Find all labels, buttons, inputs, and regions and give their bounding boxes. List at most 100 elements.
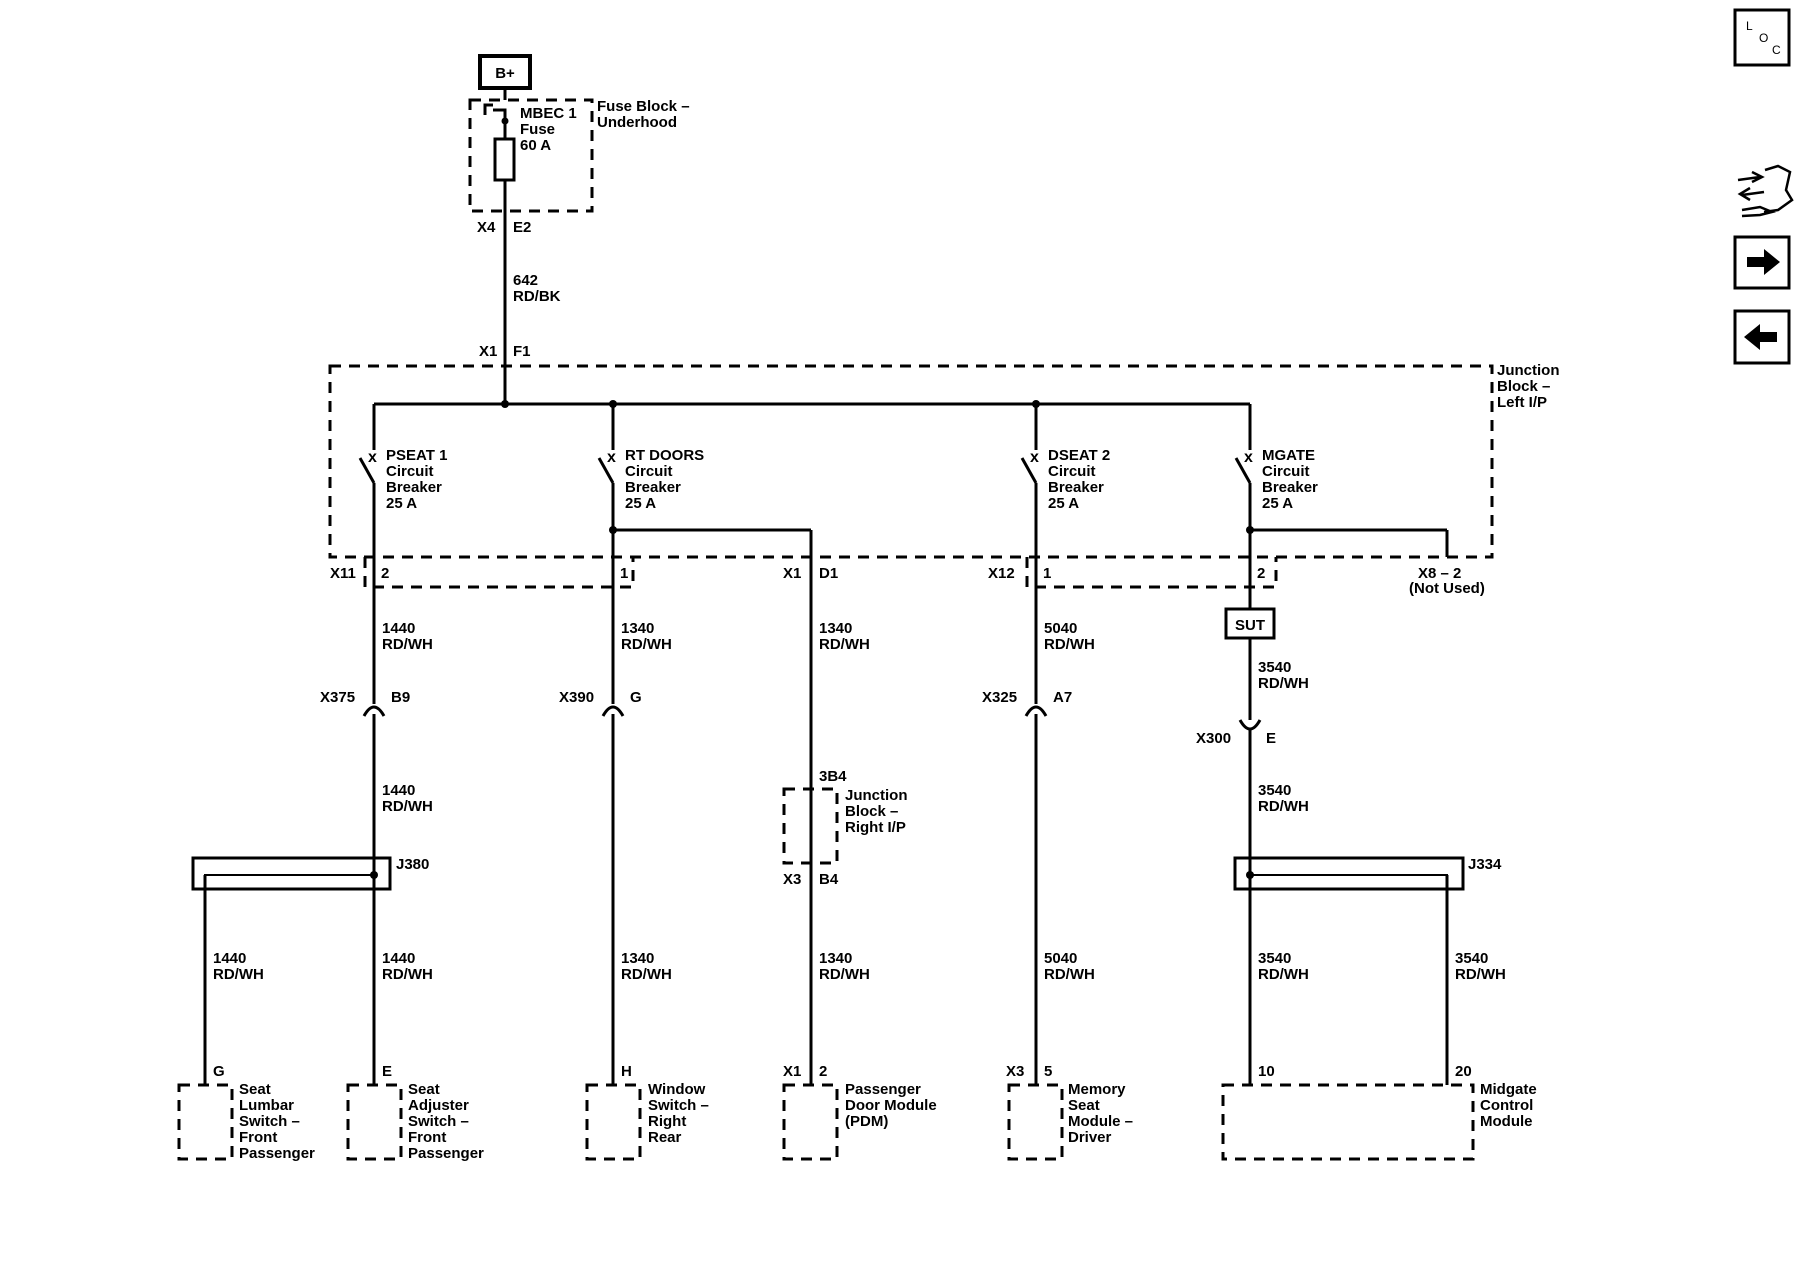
wire-1440-color-2: RD/WH — [382, 798, 433, 815]
svg-text:Switch –: Switch – — [239, 1113, 300, 1130]
splice-j380 — [191, 856, 392, 891]
svg-text:2: 2 — [819, 1063, 827, 1080]
jb-left-pin: F1 — [513, 343, 531, 360]
svg-text:25 A: 25 A — [386, 495, 417, 512]
wire-1340-window-color: RD/WH — [621, 966, 672, 983]
svg-text:Lumbar: Lumbar — [239, 1097, 294, 1114]
wire-3540-midgate-circuit: 3540 — [1258, 950, 1291, 967]
jb-right-pin-top: 3B4 — [819, 768, 847, 785]
svg-text:Breaker: Breaker — [1048, 479, 1104, 496]
fuse-block-location: Underhood — [597, 114, 677, 131]
x11-pin-2-label: 1 — [620, 565, 628, 582]
wire-3540-circuit-2: 3540 — [1258, 782, 1291, 799]
svg-text:Driver: Driver — [1068, 1129, 1112, 1146]
svg-text:RT DOORS: RT DOORS — [625, 447, 704, 464]
jb-right-location: Right I/P — [845, 819, 906, 836]
svg-text:Front: Front — [239, 1129, 277, 1146]
wire-5040-circuit: 5040 — [1044, 620, 1077, 637]
connector-icon[interactable] — [1737, 164, 1794, 218]
svg-text:x: x — [1244, 449, 1253, 466]
wire-5040-color: RD/WH — [1044, 636, 1095, 653]
svg-text:x: x — [1030, 449, 1039, 466]
arrow-right-icon[interactable] — [1733, 235, 1791, 290]
svg-text:MGATE: MGATE — [1262, 447, 1315, 464]
svg-text:25 A: 25 A — [625, 495, 656, 512]
wire-1440-adjuster-color: RD/WH — [382, 966, 433, 983]
svg-text:Midgate: Midgate — [1480, 1081, 1537, 1098]
svg-text:Circuit: Circuit — [386, 463, 434, 480]
x1-label: X1 — [783, 565, 801, 582]
junction-block-right-ip — [782, 787, 839, 865]
breaker-label-mgate: MGATE Circuit Breaker 25 A — [1262, 447, 1318, 512]
x390-label: X390 — [559, 689, 594, 706]
module-seat-lumbar-switch: G Seat Lumbar Switch – Front Passenger — [177, 1063, 315, 1162]
pseat1-breaker-icon: x — [358, 449, 377, 557]
fuse-type-label: Fuse — [520, 121, 555, 138]
svg-text:Passenger: Passenger — [845, 1081, 921, 1098]
x11-label: X11 — [330, 565, 356, 582]
x325-pin-label: A7 — [1053, 689, 1072, 706]
wire-1440-circuit-2: 1440 — [382, 782, 415, 799]
wire-3540-midgate-circuit-2: 3540 — [1455, 950, 1488, 967]
fuse-block-name: Fuse Block – — [597, 98, 690, 115]
breaker-label-dseat2: DSEAT 2 Circuit Breaker 25 A — [1048, 447, 1110, 512]
wire-1340-color: RD/WH — [621, 636, 672, 653]
arrow-left-icon[interactable] — [1733, 309, 1791, 365]
svg-text:Passenger: Passenger — [239, 1145, 315, 1162]
junction-block-left-ip — [328, 364, 1494, 559]
svg-text:Adjuster: Adjuster — [408, 1097, 469, 1114]
svg-text:Control: Control — [1480, 1097, 1533, 1114]
wire-3540-midgate-color-2: RD/WH — [1455, 966, 1506, 983]
inline-connector-x375-icon — [362, 705, 386, 717]
svg-text:Front: Front — [408, 1129, 446, 1146]
fuse-block-connector: X4 — [477, 219, 496, 236]
svg-text:C: C — [1772, 43, 1781, 57]
svg-text:H: H — [621, 1063, 632, 1080]
j334-label: J334 — [1468, 856, 1502, 873]
x12-label: X12 — [988, 565, 1015, 582]
connector-x11 — [363, 557, 635, 589]
svg-text:Door Module: Door Module — [845, 1097, 937, 1114]
svg-text:x: x — [368, 449, 377, 466]
location-view-button[interactable]: L O C — [1733, 8, 1791, 67]
svg-text:X1: X1 — [783, 1063, 801, 1080]
wire-1440-lumbar-color: RD/WH — [213, 966, 264, 983]
inline-connector-x300-icon — [1238, 719, 1262, 731]
svg-text:Right: Right — [648, 1113, 686, 1130]
x325-label: X325 — [982, 689, 1017, 706]
svg-text:Circuit: Circuit — [625, 463, 673, 480]
x12-pin-2-label: 2 — [1257, 565, 1265, 582]
jb-right-name-2: Block – — [845, 803, 898, 820]
svg-text:Switch –: Switch – — [408, 1113, 469, 1130]
jb-left-name-2: Block – — [1497, 378, 1550, 395]
module-midgate-control: 10 20 Midgate Control Module — [1221, 1063, 1537, 1161]
wire-1340-window-circuit: 1340 — [621, 950, 654, 967]
svg-text:x: x — [607, 449, 616, 466]
x300-label: X300 — [1196, 730, 1231, 747]
wire-1340-pdm-circuit: 1340 — [819, 620, 852, 637]
svg-text:Rear: Rear — [648, 1129, 682, 1146]
svg-text:Switch –: Switch – — [648, 1097, 709, 1114]
module-memory-seat-driver: X3 5 Memory Seat Module – Driver — [1006, 1063, 1133, 1161]
svg-text:E: E — [382, 1063, 392, 1080]
mgate-breaker-icon: x — [1234, 449, 1253, 557]
x8-note: (Not Used) — [1409, 580, 1485, 597]
x390-pin-label: G — [630, 689, 642, 706]
fuse-block-underhood — [468, 98, 594, 213]
connector-x12 — [1025, 557, 1278, 589]
svg-text:Module –: Module – — [1068, 1113, 1133, 1130]
splice-j334 — [1233, 856, 1465, 891]
x375-pin-label: B9 — [391, 689, 410, 706]
wire-1340-circuit: 1340 — [621, 620, 654, 637]
svg-text:Module: Module — [1480, 1113, 1533, 1130]
fuse-rating-label: 60 A — [520, 137, 551, 154]
svg-text:Breaker: Breaker — [1262, 479, 1318, 496]
module-seat-adjuster-switch: E Seat Adjuster Switch – Front Passenger — [346, 1063, 484, 1162]
wire-3540-color: RD/WH — [1258, 675, 1309, 692]
wire-1340-pdm-color: RD/WH — [819, 636, 870, 653]
inline-connector-x390-icon — [601, 705, 625, 717]
feed-wire-circuit: 642 — [513, 272, 538, 289]
x8-label: X8 – 2 — [1418, 565, 1461, 582]
svg-text:L: L — [1746, 19, 1753, 33]
svg-text:Circuit: Circuit — [1262, 463, 1310, 480]
